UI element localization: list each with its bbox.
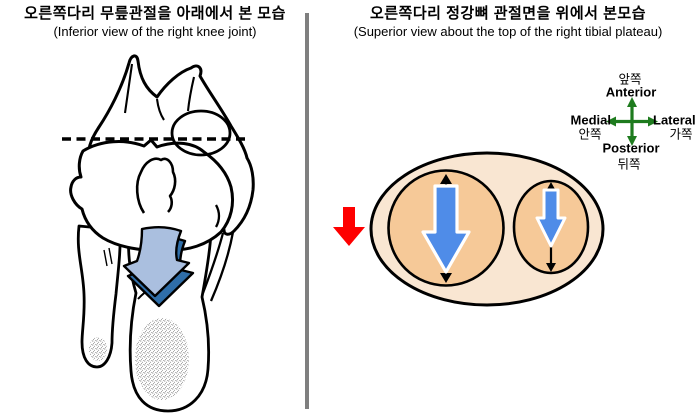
compass-label-posterior-en: Posterior: [602, 140, 660, 156]
compass-label-lateral-ko: 가쪽: [669, 127, 693, 142]
stippled-bone-tip-small: [89, 337, 107, 361]
compass-label-medial-ko: 안쪽: [578, 127, 602, 142]
compass-label-anterior-ko: 앞쪽: [618, 72, 642, 87]
stippled-bone-tip-large: [135, 318, 189, 400]
femur-inferior-view: [62, 54, 255, 413]
bone-hatch-lines: [103, 247, 113, 267]
blue-block-arrow-down: [421, 184, 471, 274]
compass-cross-arrows: [606, 97, 658, 146]
compass-label-lateral-en: Lateral: [653, 112, 696, 128]
left-title-korean: 오른쪽다리 무릎관절을 아래에서 본 모습: [24, 5, 286, 22]
right-panel-title: 오른쪽다리 정강뼈 관절면을 위에서 본모습 (Superior view ab…: [316, 5, 700, 40]
right-title-korean: 오른쪽다리 정강뼈 관절면을 위에서 본모습: [369, 5, 647, 22]
compass-label-anterior-en: Anterior: [605, 84, 657, 100]
tibial-plateau-superior-view: [333, 97, 658, 307]
compass-label-posterior-ko: 뒤쪽: [617, 157, 641, 172]
arrow3d-top-face: [122, 226, 191, 298]
lateral-condyle-circle: [170, 109, 232, 157]
intercondylar-fossa: [135, 157, 177, 214]
left-title-english: (Inferior view of the right knee joint): [53, 24, 257, 39]
small-blue-block-arrow-down: [535, 188, 567, 248]
curved-3d-arrow-down: [122, 226, 195, 308]
right-title-english: (Superior view about the top of the righ…: [353, 24, 663, 39]
red-block-arrow-down: [333, 207, 365, 246]
compass-label-medial-en: Medial: [570, 112, 611, 128]
peak-inner-lines: [123, 63, 196, 121]
left-panel-title: 오른쪽다리 무릎관절을 아래에서 본 모습 (Inferior view of …: [0, 5, 310, 40]
medial-bone-projection: [76, 224, 122, 369]
epicondyle-lines: [201, 204, 235, 302]
panel-divider: [305, 13, 309, 409]
